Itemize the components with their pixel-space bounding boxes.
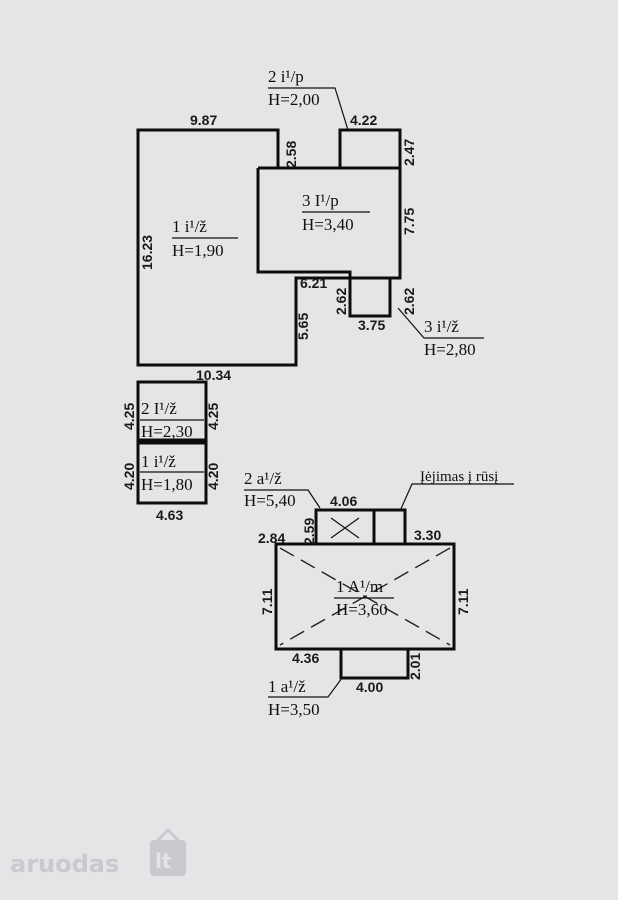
room-1-upper-code: 1 i¹/ž (172, 217, 207, 236)
dim-4-63: 4.63 (156, 507, 183, 523)
dim-4-20-right: 4.20 (205, 463, 221, 490)
room-a1-height: H=3,50 (268, 700, 320, 719)
watermark-roof-icon (154, 827, 182, 844)
dim-4-25-right: 4.25 (205, 403, 221, 430)
dim-5-65: 5.65 (295, 313, 311, 340)
dim-4-20-left: 4.20 (121, 463, 137, 490)
leader-r3-small (397, 307, 484, 339)
room-a1-outline (339, 649, 410, 680)
dim-7-75: 7.75 (401, 208, 417, 235)
room-2-left-outline (136, 380, 208, 442)
dim-2-62-right: 2.62 (401, 288, 417, 315)
dim-10-34: 10.34 (196, 367, 231, 383)
room-1-upper-height: H=1,90 (172, 241, 224, 260)
room-1-left-height: H=1,80 (141, 475, 193, 494)
room-3-mid-partition (256, 166, 400, 278)
room-a1-code: 1 a¹/ž (268, 677, 306, 696)
dim-4-06: 4.06 (330, 493, 357, 509)
room-3-mid-height: H=3,40 (302, 215, 354, 234)
dim-16-23: 16.23 (139, 235, 155, 270)
room-1-left-outline (136, 441, 208, 505)
room-1-left-code: 1 i¹/ž (141, 452, 176, 471)
dim-9-87: 9.87 (190, 112, 217, 128)
dim-3-30: 3.30 (414, 527, 441, 543)
room-2-left-height: H=2,30 (141, 422, 193, 441)
dim-2-62-left: 2.62 (333, 288, 349, 315)
dim-2-84: 2.84 (258, 530, 285, 546)
room-a2-code: 2 a¹/ž (244, 469, 282, 488)
room-3-small-height: H=2,80 (424, 340, 476, 359)
room-a2-outline (314, 508, 407, 544)
room-2-top-code: 2 i¹/p (268, 67, 304, 86)
room-a2-cross (330, 517, 360, 539)
dim-7-11-left: 7.11 (259, 588, 275, 615)
dim-4-00: 4.00 (356, 679, 383, 695)
room-a2-height: H=5,40 (244, 491, 296, 510)
dim-4-25-left: 4.25 (121, 403, 137, 430)
dim-2-59: 2.59 (301, 518, 317, 545)
watermark-tld: lt (155, 849, 172, 873)
watermark-brand: aruodas (10, 850, 119, 878)
entrance-label: Įėjimas į rūsį (420, 469, 498, 485)
main-room-code: 1 A¹/m (336, 577, 383, 596)
leader-a1 (268, 677, 343, 698)
dim-6-21: 6.21 (300, 275, 327, 291)
dim-3-75: 3.75 (358, 317, 385, 333)
main-room-height: H=3,60 (336, 600, 388, 619)
leader-a2 (244, 489, 321, 509)
room-2-top-height: H=2,00 (268, 90, 320, 109)
dim-2-01: 2.01 (407, 653, 423, 680)
dim-2-47: 2.47 (401, 139, 417, 166)
main-room-outline (274, 542, 456, 651)
watermark: aruodas lt (10, 827, 186, 878)
room-3-mid-code: 3 I¹/p (302, 191, 339, 210)
dim-2-58: 2.58 (283, 141, 299, 168)
watermark-house-icon (150, 840, 186, 876)
main-room-diagonal-2 (279, 547, 451, 646)
leader-r2-top (268, 87, 349, 131)
dim-4-22: 4.22 (350, 112, 377, 128)
leader-entrance (399, 483, 514, 512)
room-3-small-code: 3 i¹/ž (424, 317, 459, 336)
dim-4-36: 4.36 (292, 650, 319, 666)
room-2-left-code: 2 I¹/ž (141, 399, 177, 418)
dim-7-11-right: 7.11 (455, 588, 471, 615)
